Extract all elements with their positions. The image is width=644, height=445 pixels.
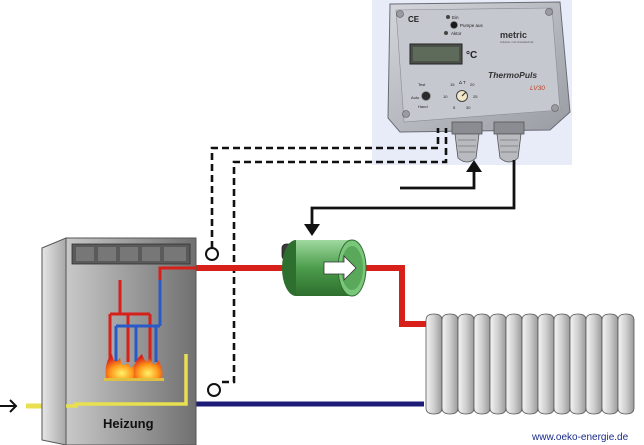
flow-sensor-icon — [205, 247, 219, 261]
radiator-fin — [425, 313, 443, 415]
return-sensor-icon — [207, 383, 221, 397]
sensor-wires — [210, 128, 448, 384]
screw-icon — [402, 110, 410, 118]
radiator-fin — [521, 313, 539, 415]
pump-direction-arrow-icon — [323, 255, 357, 281]
radiator-fin — [585, 313, 603, 415]
radiator-fin — [553, 313, 571, 415]
mode-knob-top-label: Test — [418, 82, 426, 87]
dial-mark: 20 — [470, 82, 475, 87]
thermopuls-controller: CE Ein Pumpe aus Aktor metric Industrie-… — [387, 1, 571, 163]
arrow-down-icon — [304, 224, 320, 236]
radiator-fin — [537, 313, 555, 415]
led-pump-icon — [450, 21, 458, 29]
radiator-fin — [617, 313, 635, 415]
screw-icon — [545, 8, 553, 16]
dial-mark: 10 — [443, 94, 448, 99]
burner-flames-icon — [104, 354, 164, 381]
radiator-fin — [505, 313, 523, 415]
circulation-pump — [281, 239, 367, 297]
mode-knob-left-label: Auto — [411, 95, 420, 100]
footer-url: www.oeko-energie.de — [531, 432, 629, 443]
dial-mark: 30 — [466, 105, 471, 110]
cable-gland-left — [451, 121, 483, 163]
radiator-fin — [601, 313, 619, 415]
screw-icon — [551, 104, 559, 112]
boiler: Heizung — [41, 237, 197, 445]
control-cables — [310, 160, 516, 228]
radiator-fin — [569, 313, 587, 415]
led-on-label: Ein — [452, 15, 459, 20]
radiator-fin — [457, 313, 475, 415]
mode-knob-bottom-label: Hand — [418, 104, 428, 109]
led-pump-label: Pumpe aus — [460, 23, 484, 28]
radiator — [425, 313, 635, 415]
led-actor-label: Aktor — [451, 31, 462, 36]
cable-gland-right — [493, 121, 525, 163]
inlet-arrow-icon — [0, 399, 18, 413]
dial-mark: 5 — [453, 105, 456, 110]
radiator-fin — [489, 313, 507, 415]
dial-mark: 15 — [450, 82, 455, 87]
dial-mark: 25 — [473, 94, 478, 99]
dial-label: Δ T — [459, 80, 466, 85]
mode-knob[interactable] — [421, 91, 431, 101]
product-name: ThermoPuls — [488, 70, 537, 80]
boiler-label: Heizung — [103, 416, 154, 431]
led-actor-icon — [444, 31, 448, 35]
brand-logo: metric — [500, 30, 527, 40]
display-unit: °C — [466, 50, 477, 61]
brand-subline: Industrie- und Umwelttechnik — [500, 40, 534, 44]
led-on-icon — [446, 15, 450, 19]
arrow-up-icon — [466, 160, 482, 172]
product-model: LV30 — [530, 85, 545, 92]
ce-mark: CE — [408, 15, 420, 24]
radiator-fin — [473, 313, 491, 415]
radiator-fin — [441, 313, 459, 415]
screw-icon — [396, 10, 404, 18]
